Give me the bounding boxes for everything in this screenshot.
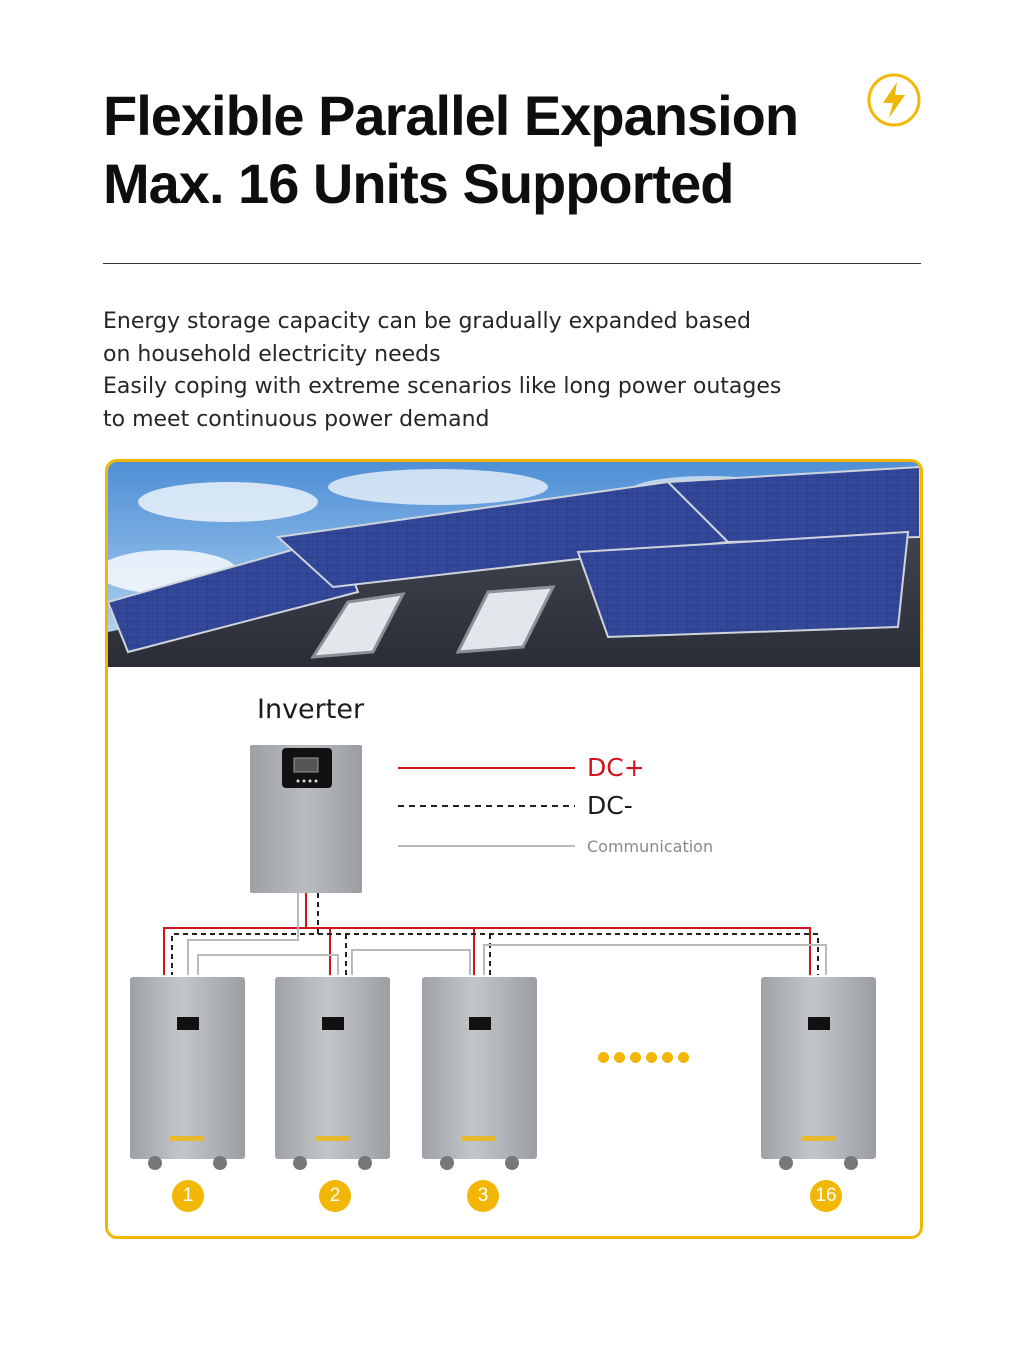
description-line-1: Energy storage capacity can be gradually… <box>103 309 752 334</box>
battery-unit-16 <box>761 977 876 1170</box>
battery-badge-1: 1 <box>172 1180 204 1212</box>
battery-unit-2 <box>275 977 390 1170</box>
title-line-1: Flexible Parallel Expansion <box>103 84 799 147</box>
legend-dc-plus-label: DC+ <box>587 753 645 782</box>
legend-dc-minus-label: DC- <box>587 791 633 820</box>
description-line-3: Easily coping with extreme scenarios lik… <box>103 374 782 399</box>
inverter-unit <box>250 745 362 893</box>
solar-roof-image <box>108 462 920 667</box>
title-line-2: Max. 16 Units Supported <box>103 152 734 215</box>
divider <box>103 263 921 264</box>
battery-badge-2: 2 <box>319 1180 351 1212</box>
battery-unit-1 <box>130 977 245 1170</box>
legend-communication-label: Communication <box>587 837 714 856</box>
battery-badge-3: 3 <box>467 1180 499 1212</box>
dc-plus-wiring <box>163 893 811 975</box>
lightning-bolt-icon <box>867 73 921 127</box>
description: Energy storage capacity can be gradually… <box>103 306 781 436</box>
battery-badge-16: 16 <box>810 1180 842 1212</box>
description-line-4: to meet continuous power demand <box>103 406 490 432</box>
inverter-label: Inverter <box>257 694 365 725</box>
communication-wiring <box>187 893 827 975</box>
battery-unit-3 <box>422 977 537 1170</box>
dc-minus-wiring <box>171 893 819 975</box>
page-title: Flexible Parallel Expansion Max. 16 Unit… <box>103 82 799 218</box>
ellipsis-dots <box>598 1052 689 1063</box>
description-line-2: on household electricity needs <box>103 341 441 367</box>
